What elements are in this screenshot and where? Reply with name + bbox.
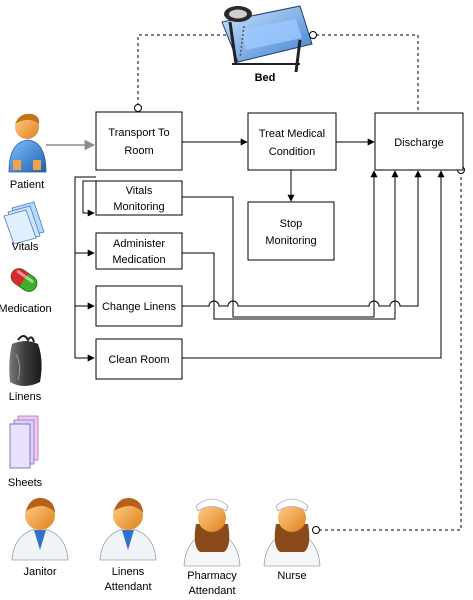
- linens-label: Linens: [9, 391, 42, 403]
- change-linens-to-discharge-connector: [182, 170, 422, 307]
- vitals-to-discharge-connector: [182, 170, 378, 318]
- process-administer-medication: Administer Medication: [95, 232, 183, 270]
- transport-label-line2: Room: [124, 145, 153, 157]
- bed-icon: [221, 5, 313, 73]
- vitals-monitoring-label-line2: Monitoring: [113, 201, 164, 213]
- pharmacy-attendant-label-line1: Pharmacy: [187, 570, 237, 582]
- process-clean-room: Clean Room: [95, 338, 183, 380]
- administer-to-discharge-connector: [182, 170, 399, 320]
- medication-label: Medication: [0, 303, 52, 315]
- janitor-icon: [11, 497, 69, 561]
- sheets-icon: [9, 415, 39, 469]
- bus-to-clean-room-connector: [74, 176, 96, 362]
- bed-label: Bed: [255, 72, 276, 84]
- nurse-discharge-dashed-link: [319, 173, 462, 531]
- process-stop-monitoring: Stop Monitoring: [247, 201, 335, 261]
- nurse-icon: [263, 498, 321, 567]
- vitals-monitoring-label-line1: Vitals: [126, 185, 153, 197]
- administer-label-line2: Medication: [112, 254, 165, 266]
- patient-label: Patient: [10, 179, 44, 191]
- linens-icon: [9, 335, 42, 386]
- transport-bed-port: [134, 104, 142, 112]
- medication-icon: [10, 268, 38, 292]
- sheets-label: Sheets: [8, 477, 43, 489]
- vitals-label: Vitals: [12, 241, 39, 253]
- linens-attendant-label-line1: Linens: [112, 566, 145, 578]
- pharmacy-attendant-label-line2: Attendant: [188, 585, 235, 597]
- nurse-port: [312, 526, 320, 534]
- process-change-linens: Change Linens: [95, 285, 183, 327]
- linens-attendant-icon: [99, 497, 157, 561]
- patient-icon: [8, 113, 47, 173]
- treat-label-line1: Treat Medical: [259, 128, 325, 140]
- process-vitals-monitoring: Vitals Monitoring: [95, 180, 183, 216]
- janitor-label: Janitor: [23, 566, 56, 578]
- stop-monitoring-label-line2: Monitoring: [265, 235, 316, 247]
- process-transport-to-room: Transport To Room: [95, 111, 183, 171]
- connectors: [46, 31, 465, 534]
- linens-attendant-label-line2: Attendant: [104, 581, 151, 593]
- transport-label-line1: Transport To: [108, 127, 169, 139]
- bed-port: [309, 31, 317, 39]
- change-linens-label: Change Linens: [102, 301, 177, 313]
- stop-monitoring-label-line1: Stop: [280, 218, 303, 230]
- clean-room-label: Clean Room: [108, 354, 169, 366]
- bus-to-vitals-connector: [82, 180, 96, 217]
- nurse-label: Nurse: [277, 570, 306, 582]
- clean-room-to-discharge-connector: [182, 170, 445, 359]
- process-treat-medical-condition: Treat Medical Condition: [247, 112, 337, 171]
- vitals-icon: [3, 201, 45, 245]
- pharmacy-attendant-icon: [183, 498, 241, 567]
- process-discharge: Discharge: [374, 112, 464, 171]
- treat-label-line2: Condition: [269, 146, 315, 158]
- bed-discharge-dashed-link: [316, 34, 419, 112]
- discharge-label: Discharge: [394, 137, 444, 149]
- administer-label-line1: Administer: [113, 238, 165, 250]
